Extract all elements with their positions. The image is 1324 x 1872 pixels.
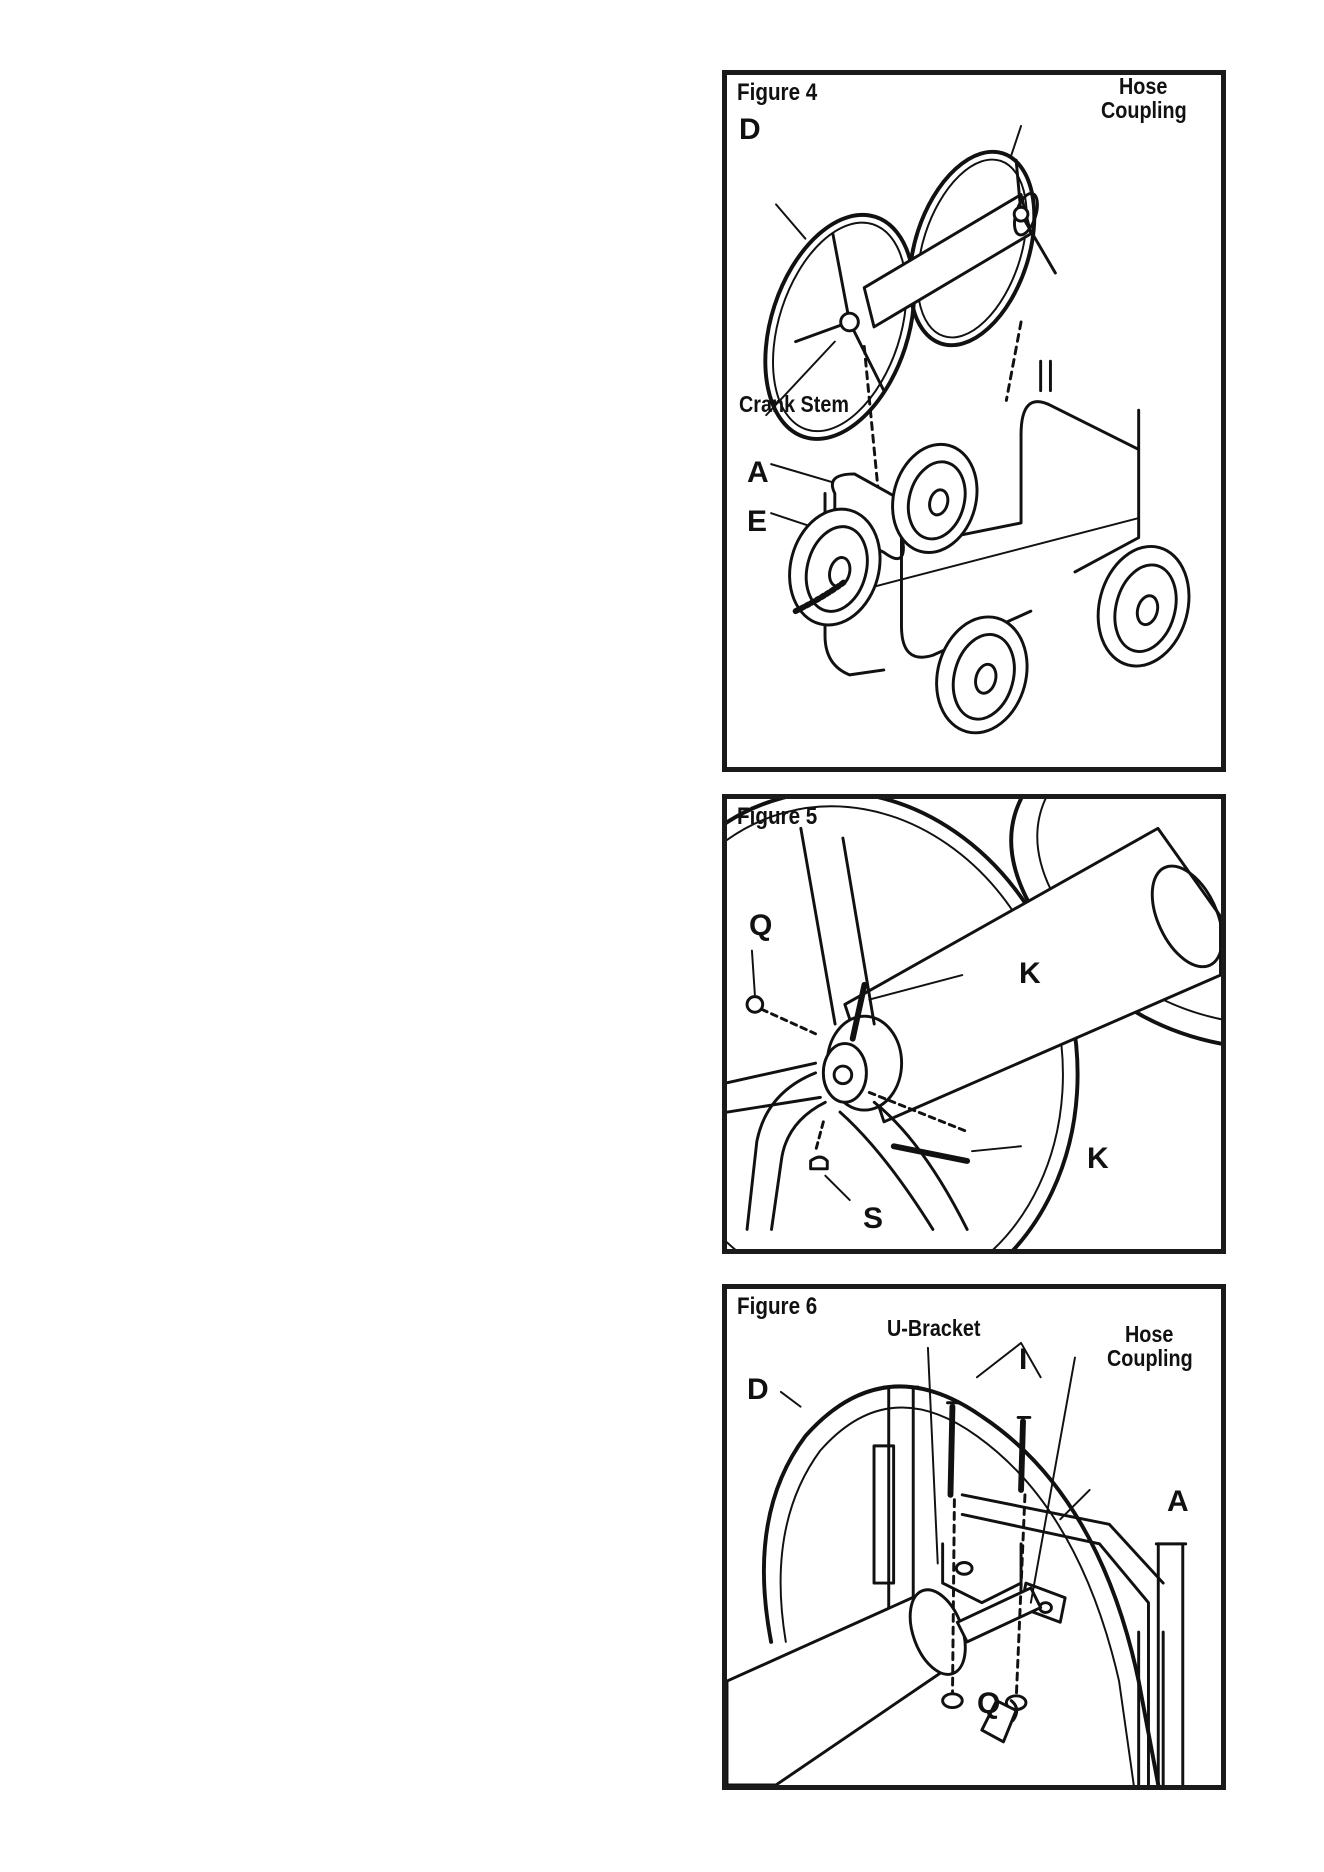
label-e: E	[747, 507, 767, 537]
label-crank-stem: Crank Stem	[739, 393, 849, 416]
figure-5-title: Figure 5	[737, 805, 817, 829]
figure-4-illustration	[727, 75, 1221, 767]
label-a: A	[747, 458, 769, 488]
figure-6-title: Figure 6	[737, 1295, 817, 1319]
label-d: D	[739, 115, 761, 145]
figure-6-panel: Figure 6 U-Bracket I Hose Coupling D A Q	[722, 1284, 1226, 1790]
label-d: D	[747, 1375, 769, 1405]
figure-5-illustration	[727, 799, 1221, 1249]
figure-4-panel: Figure 4 D Hose Coupling Crank Stem A E	[722, 70, 1226, 772]
label-hose-coupling-line1: Hose	[1125, 1323, 1173, 1346]
label-hose-coupling-line2: Coupling	[1107, 1347, 1193, 1370]
label-i: I	[1019, 1345, 1027, 1375]
label-a: A	[1167, 1487, 1189, 1517]
label-k-right: K	[1087, 1144, 1109, 1174]
label-q: Q	[977, 1689, 1000, 1719]
label-q: Q	[749, 911, 772, 941]
label-hose-coupling-line1: Hose	[1119, 75, 1167, 98]
figure-5-panel: Figure 5 Q K K S	[722, 794, 1226, 1254]
label-u-bracket: U-Bracket	[887, 1317, 980, 1340]
label-k-top: K	[1019, 959, 1041, 989]
label-s: S	[863, 1204, 883, 1234]
label-hose-coupling-line2: Coupling	[1101, 99, 1187, 122]
figure-4-title: Figure 4	[737, 81, 817, 105]
